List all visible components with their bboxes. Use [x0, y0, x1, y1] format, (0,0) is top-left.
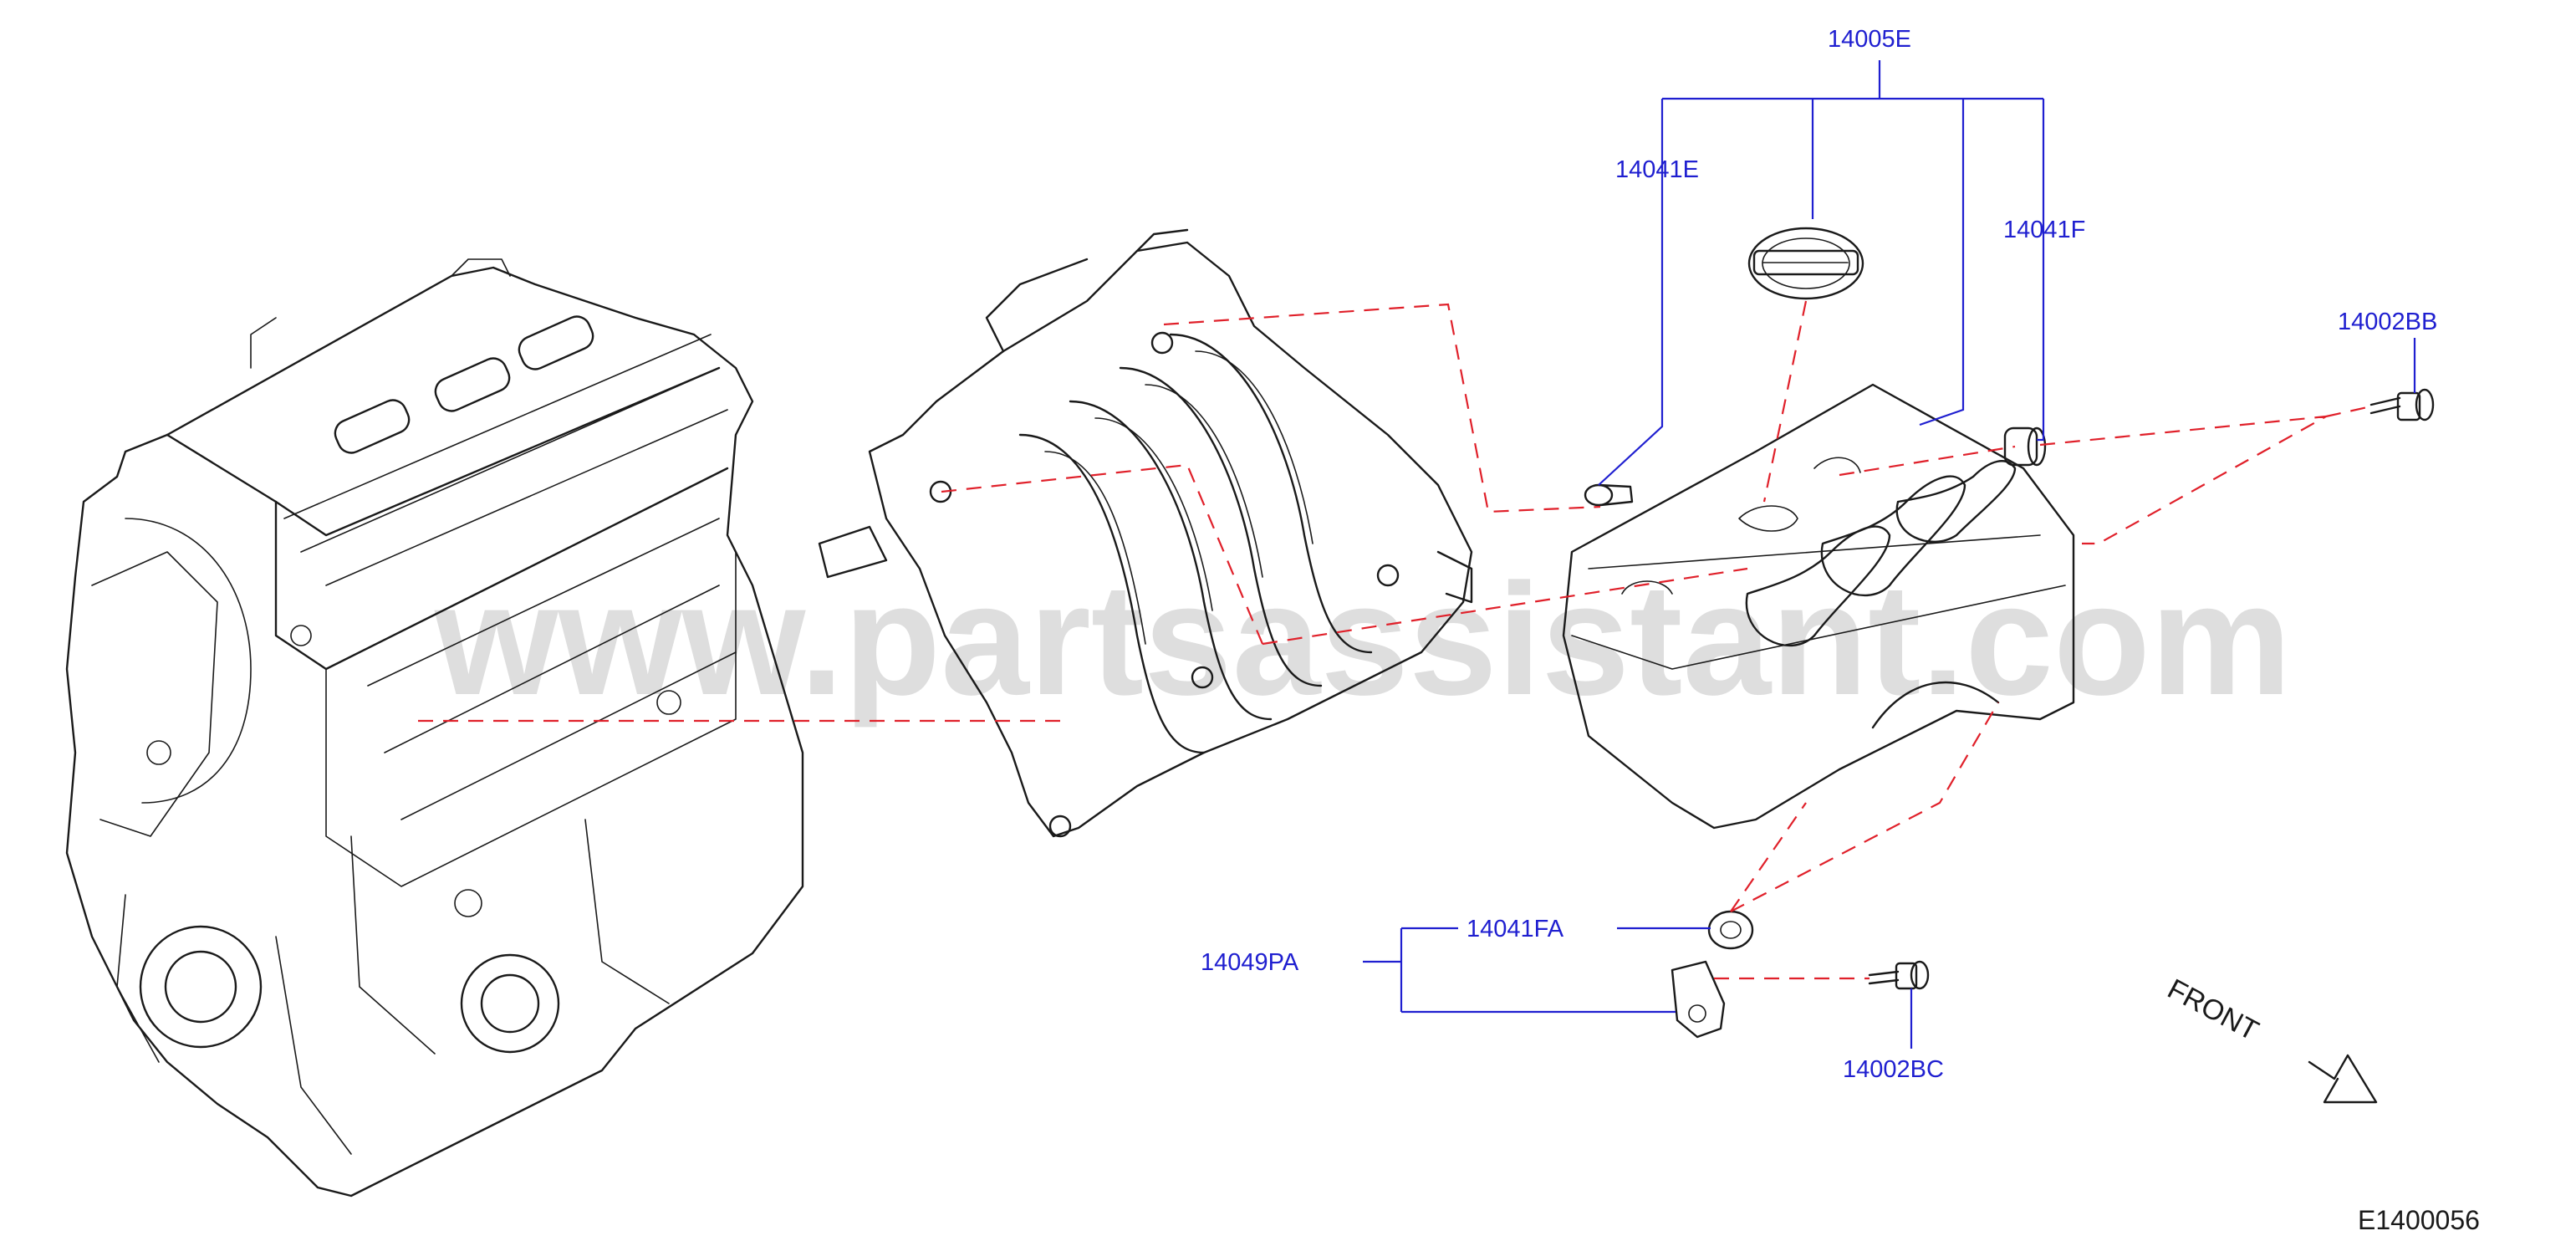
diagram-id: E1400056 [2358, 1205, 2480, 1235]
bracket-14049pa [1671, 960, 1726, 1039]
engine-block [65, 258, 804, 1198]
front-label: FRONT [2162, 973, 2263, 1048]
intake-manifold [818, 228, 1473, 838]
label-14002bc[interactable]: 14002BC [1843, 1056, 1944, 1083]
label-14005e[interactable]: 14005E [1828, 26, 1911, 53]
label-14041f[interactable]: 14041F [2003, 217, 2085, 243]
leader-lines [1363, 60, 2416, 1049]
grommet-14041f [2003, 426, 2047, 467]
watermark-text: www.partsassistant.com [434, 551, 2292, 728]
grommet-14041e [1584, 483, 1634, 507]
front-arrow-icon [2308, 1054, 2378, 1104]
label-14049pa[interactable]: 14049PA [1201, 949, 1299, 976]
bolt-14002bb [2369, 388, 2435, 421]
engine-cover [1562, 383, 2075, 830]
nissan-emblem-icon [1747, 227, 1864, 300]
part-labels: 14005E 14041E 14041F 14002BB 14041FA 140… [1201, 26, 2437, 1083]
front-indicator: FRONT [2162, 973, 2378, 1104]
label-14041e[interactable]: 14041E [1615, 156, 1699, 183]
label-14002bb[interactable]: 14002BB [2338, 309, 2437, 335]
assembly-dashed-lines [418, 300, 2372, 980]
bolt-14002bc [1868, 960, 1930, 990]
grommet-14041fa [1707, 910, 1754, 950]
label-14041fa[interactable]: 14041FA [1467, 916, 1564, 942]
